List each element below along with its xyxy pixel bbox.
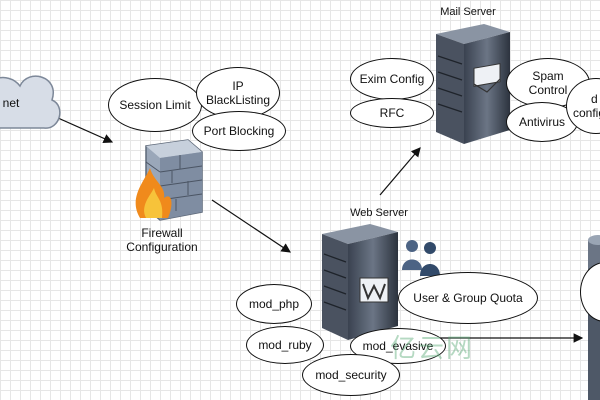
mod-php-text: mod_php <box>248 297 300 311</box>
rfc-text: RFC <box>379 106 405 120</box>
firewall-label-line2: Configuration <box>126 240 198 254</box>
session-limit-text: Session Limit <box>119 98 191 112</box>
exim-config-node: Exim Config <box>350 58 434 100</box>
mail-partial-line2: configu <box>573 106 600 120</box>
user-group-quota-text: User & Group Quota <box>413 291 523 305</box>
web-server-title: Web Server <box>350 207 408 219</box>
spam-control-line2: Control <box>528 83 568 97</box>
mod-security-text: mod_security <box>315 368 387 382</box>
port-blocking-text: Port Blocking <box>203 124 275 138</box>
firewall-label: Firewall Configuration <box>112 226 212 254</box>
antivirus-text: Antivirus <box>518 115 565 129</box>
mail-server-icon <box>436 24 510 144</box>
arrow-firewall-to-webserver <box>211 199 291 253</box>
web-server-icon <box>322 224 398 340</box>
mod-security-node: mod_security <box>302 354 400 396</box>
session-limit-node: Session Limit <box>108 78 202 132</box>
internet-cloud-icon <box>0 75 61 129</box>
ip-blacklisting-line2: BlackListing <box>205 93 271 107</box>
rfc-node: RFC <box>350 98 434 128</box>
mod-ruby-node: mod_ruby <box>246 326 324 364</box>
mail-partial-line1: d <box>591 92 598 106</box>
mod-ruby-text: mod_ruby <box>258 338 312 352</box>
ip-blacklisting-line1: IP <box>232 79 244 93</box>
exim-config-text: Exim Config <box>359 72 425 86</box>
watermark-logo: 亿云网 <box>390 334 475 364</box>
mod-php-node: mod_php <box>236 284 312 324</box>
users-group-icon <box>402 240 440 276</box>
spam-control-line1: Spam <box>532 69 564 83</box>
firewall-label-line1: Firewall <box>141 226 183 240</box>
arrow-webserver-to-mailserver <box>379 147 421 196</box>
port-blocking-node: Port Blocking <box>192 111 286 151</box>
user-group-quota-node: User & Group Quota <box>398 272 538 324</box>
arrow-internet-to-firewall <box>57 117 114 143</box>
mail-server-title: Mail Server <box>440 6 496 18</box>
internet-label: net <box>2 96 20 110</box>
firewall-brick-icon <box>135 139 203 221</box>
mod-evasive-text: mod_evasive <box>362 339 434 353</box>
